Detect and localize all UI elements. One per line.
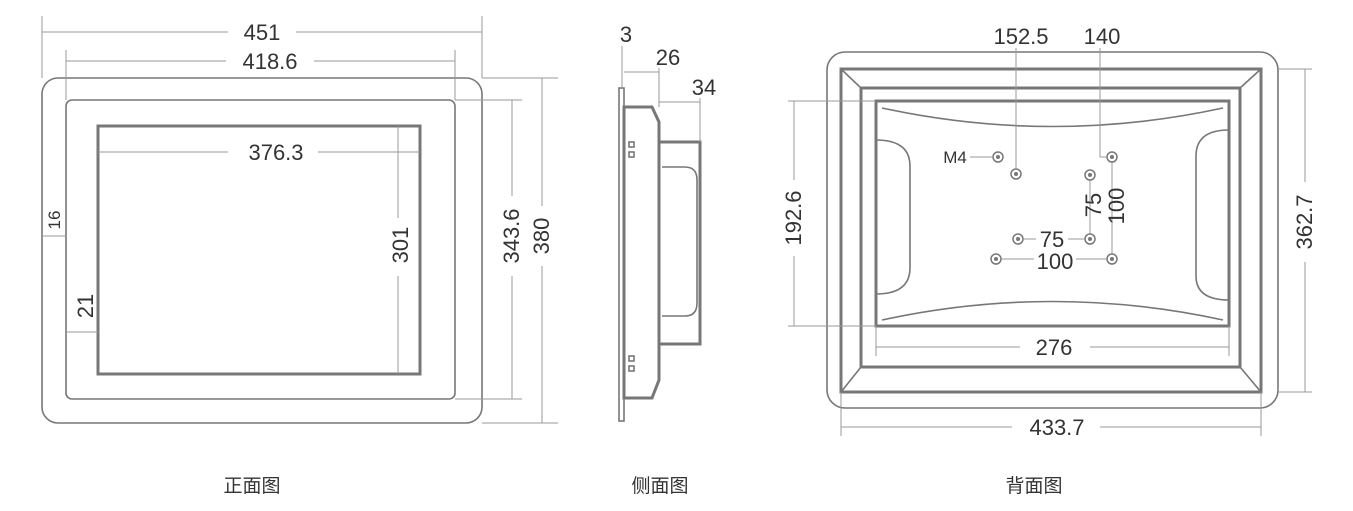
- dim-side-margin: 16: [45, 211, 64, 230]
- dim-vesa100-horizontal: 100: [1037, 249, 1074, 274]
- screw-hole: [1010, 168, 1022, 180]
- screw-hole: [1012, 233, 1024, 245]
- dim-bezel-thickness: 3: [620, 22, 632, 47]
- screw-hole: [1106, 151, 1118, 163]
- side-mount-recess: [662, 166, 698, 317]
- bevel-tr: [1239, 68, 1262, 89]
- front-view: 451 418.6 376.3 301 343.6 380 16 21: [41, 16, 558, 497]
- screw-hole: [1084, 169, 1096, 181]
- side-vent-bot-2: [628, 365, 635, 372]
- side-vent-top-2: [628, 151, 635, 158]
- dim-vesa100-vertical: 100: [1104, 188, 1129, 225]
- dim-vesa75-horizontal: 75: [1040, 227, 1064, 252]
- dim-total-depth: 34: [692, 75, 716, 100]
- dim-screen-height: 301: [388, 227, 413, 264]
- dim-back-overall-height: 362.7: [1292, 194, 1317, 249]
- back-mid-frame: [839, 67, 1263, 394]
- dim-bezel-width: 418.6: [242, 49, 297, 74]
- dim-overall-height: 380: [529, 218, 554, 255]
- front-screen: [96, 124, 422, 376]
- side-vent-top-1: [628, 141, 635, 148]
- dim-body-depth: 26: [656, 45, 680, 70]
- back-view-caption: 背面图: [1005, 475, 1062, 497]
- cutout-curve-top: [881, 107, 1224, 128]
- handle-right: [1195, 129, 1230, 301]
- dim-x-140: 140: [1084, 24, 1121, 49]
- dim-back-overall-width: 433.7: [1029, 415, 1084, 440]
- cutout-curve-bottom: [881, 300, 1224, 321]
- side-view: 3 26 34 侧面图: [618, 22, 716, 497]
- handle-left: [875, 139, 911, 295]
- back-view: 152.5 140 M4 75 100 75 100 192.6 276: [781, 24, 1317, 497]
- screw-hole: [992, 151, 1004, 163]
- dim-bezel-height: 343.6: [499, 208, 524, 263]
- screw-hole: [990, 253, 1002, 265]
- back-inner-panel: [859, 86, 1242, 369]
- front-outer-frame: [41, 77, 483, 424]
- bevel-tl: [840, 68, 862, 89]
- back-cutout: [874, 99, 1231, 328]
- back-outer-frame: [826, 51, 1279, 409]
- side-mount-block: [657, 140, 702, 346]
- screw-hole: [1084, 233, 1096, 245]
- screw-hole: [1106, 253, 1118, 265]
- side-view-caption: 侧面图: [631, 475, 688, 497]
- dim-cutout-height: 192.6: [781, 190, 806, 245]
- front-bezel: [65, 99, 456, 400]
- label-screw-m4: M4: [943, 148, 967, 167]
- bevel-br: [1239, 366, 1262, 393]
- dim-cutout-width: 276: [1036, 335, 1073, 360]
- bevel-bl: [840, 366, 862, 393]
- side-body: [622, 105, 661, 400]
- side-vent-bot-1: [628, 355, 635, 362]
- dim-x-152: 152.5: [993, 24, 1048, 49]
- dim-vesa75-vertical: 75: [1081, 193, 1106, 217]
- front-view-caption: 正面图: [223, 475, 280, 497]
- dim-screen-width: 376.3: [248, 140, 303, 165]
- dim-bottom-margin: 21: [73, 294, 98, 318]
- dim-overall-width: 451: [244, 20, 281, 45]
